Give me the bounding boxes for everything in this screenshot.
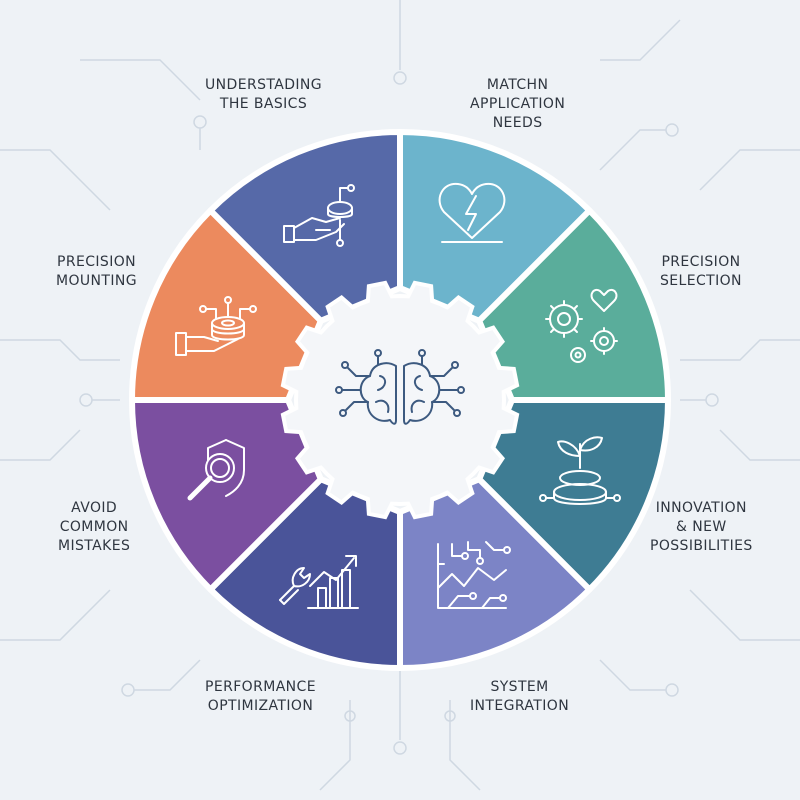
label-innovation-new-possibilities: INNOVATION & NEW POSSIBILITIES bbox=[650, 500, 753, 554]
segment-understanding bbox=[397, 129, 593, 324]
segment-avoid-mistakes bbox=[129, 207, 324, 403]
segment-matchn bbox=[476, 207, 671, 403]
label-precision-selection: PRECISION SELECTION bbox=[660, 254, 742, 289]
label-performance-optimization: PERFORMANCE OPTIMIZATION bbox=[205, 679, 316, 714]
label-avoid-common-mistakes: AVOID COMMON MISTAKES bbox=[58, 500, 131, 554]
gears-heart-icon bbox=[545, 289, 618, 363]
segment-precision-selection bbox=[476, 397, 671, 593]
hand-bearing-stack-icon bbox=[175, 296, 257, 356]
wrench-growth-chart-icon bbox=[279, 555, 359, 609]
shield-magnifier-icon bbox=[187, 439, 245, 501]
label-matchn-application-needs: MATCHN APPLICATION NEEDS bbox=[470, 77, 566, 131]
sprout-platform-icon bbox=[539, 436, 621, 505]
brain-circuit-icon bbox=[335, 349, 465, 425]
segment-innovation bbox=[397, 476, 593, 671]
label-system-integration: SYSTEM INTEGRATION bbox=[470, 679, 570, 714]
label-precision-mounting: PRECISION MOUNTING bbox=[56, 254, 138, 289]
segment-system-integration bbox=[207, 476, 403, 671]
circuit-chart-icon bbox=[437, 541, 511, 609]
segment-precision-mounting bbox=[207, 129, 403, 324]
label-understanding-the-basics: UNDERSTADING THE BASICS bbox=[205, 77, 323, 112]
heart-lightning-icon bbox=[438, 182, 506, 243]
wheel-segments bbox=[129, 129, 671, 671]
hand-holding-bearing-icon bbox=[283, 184, 355, 247]
center-gear-hub bbox=[280, 280, 520, 520]
